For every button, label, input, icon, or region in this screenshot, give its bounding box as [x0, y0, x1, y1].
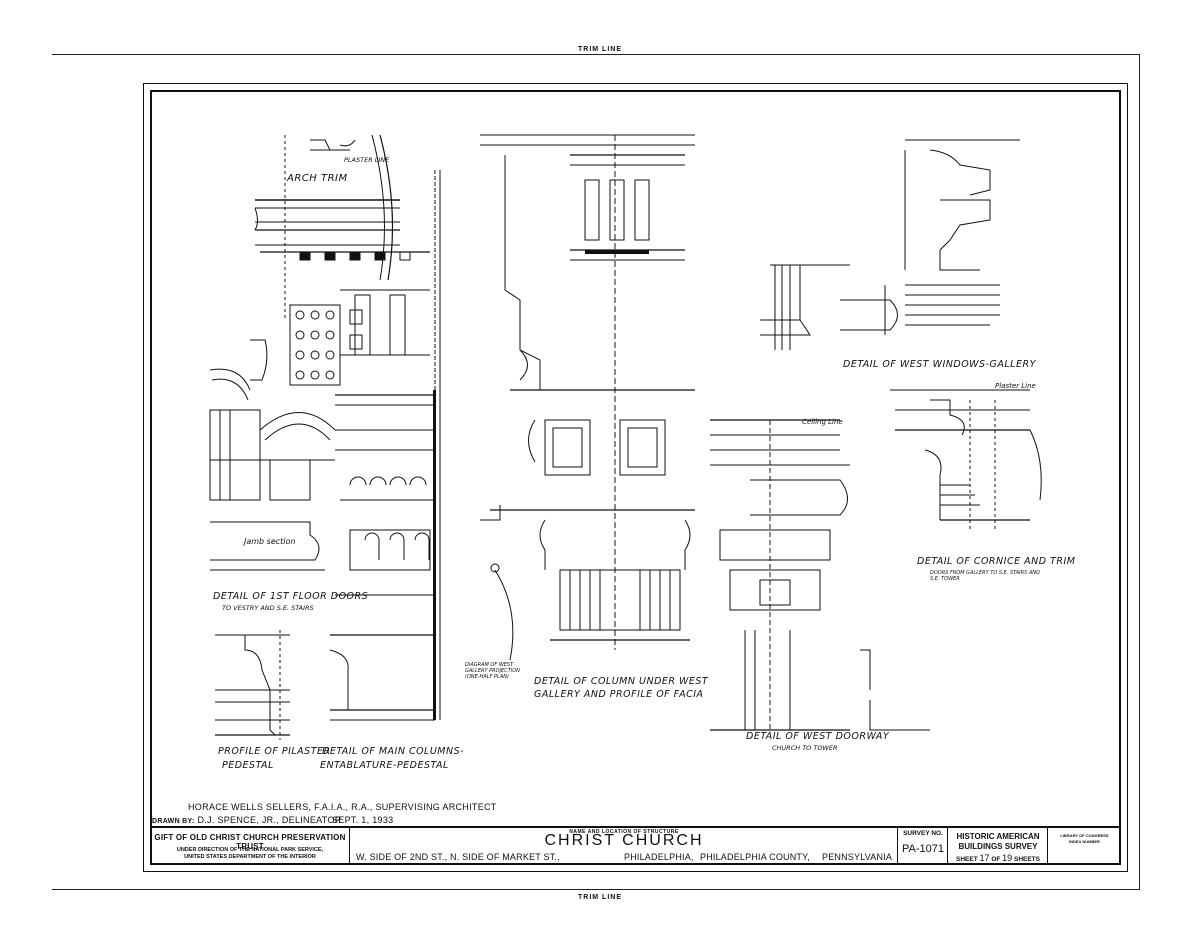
label-jamb-section: Jamb section: [244, 537, 296, 546]
sheet-label: SHEET: [956, 856, 978, 863]
address-city: PHILADELPHIA,: [624, 852, 694, 862]
west-doorway-detail: [710, 419, 930, 731]
trim-line-bottom: TRIM LINE: [578, 894, 622, 901]
credit-delineator: D.J. SPENCE, JR., DELINEATOR: [197, 815, 342, 825]
title-block-survey: SURVEY NO. PA-1071: [898, 828, 948, 865]
title-block-loc: LIBRARY OF CONGRESS INDEX NUMBER: [1048, 828, 1121, 865]
under-direction-2: UNITED STATES DEPARTMENT OF THE INTERIOR: [184, 854, 316, 860]
sheets-label: SHEETS: [1013, 856, 1040, 863]
trim-line-top: TRIM LINE: [578, 46, 622, 53]
habs-line-1: HISTORIC AMERICAN: [956, 832, 1040, 841]
under-direction: UNDER DIRECTION OF THE NATIONAL PARK SER…: [150, 847, 350, 861]
label-ceiling-line: Ceiling Line: [802, 418, 843, 426]
label-west-doorway-sub: CHURCH TO TOWER: [772, 744, 838, 752]
title-block-habs: HISTORIC AMERICAN BUILDINGS SURVEY SHEET…: [948, 828, 1048, 865]
structure-name: CHRIST CHURCH: [544, 832, 704, 849]
loc-line-1: LIBRARY OF CONGRESS: [1060, 833, 1109, 838]
trim-rule-right: [1139, 54, 1140, 890]
credit-date: SEPT. 1, 1933: [332, 815, 394, 825]
sheet-no: 17: [979, 853, 990, 863]
label-pilaster: PROFILE of PILASTER: [218, 746, 331, 757]
label-diagram: DIAGRAM of WEST GALLERY PROJECTION (one-…: [465, 662, 520, 680]
survey-no-label: SURVEY NO.: [903, 830, 943, 837]
loc-index: LIBRARY OF CONGRESS INDEX NUMBER: [1048, 833, 1121, 845]
sheet-count: SHEET 17 OF 19 SHEETS: [948, 853, 1048, 863]
architectural-drawing: [209, 134, 1042, 740]
gift-line: GIFT OF OLD CHRIST CHURCH PRESERVATION T…: [154, 833, 346, 851]
address-street: W. SIDE OF 2ND ST., N. SIDE OF MARKET ST…: [356, 852, 560, 862]
pilaster-profile-detail: [215, 630, 290, 740]
rosette-panel: [209, 304, 363, 401]
west-windows-detail: [760, 264, 1000, 350]
title-block: GIFT OF OLD CHRIST CHURCH PRESERVATION T…: [150, 826, 1121, 865]
address-state: PENNSYLVANIA: [822, 852, 893, 862]
credit-architect: HORACE WELLS SELLERS, F.A.I.A., R.A., SU…: [188, 802, 497, 812]
label-cornice-sub: DOORS from GALLERY to S.E. STAIRS and S.…: [930, 570, 1040, 582]
sheet-total: 19: [1002, 853, 1013, 863]
label-plaster-line-right: Plaster Line: [995, 382, 1036, 390]
label-first-floor-doors-sub: TO VESTRY and S.E. STAIRS: [222, 604, 314, 612]
address-county: PHILADELPHIA COUNTY,: [700, 852, 810, 862]
title-block-structure: NAME AND LOCATION OF STRUCTURE CHRIST CH…: [350, 828, 898, 865]
cornice-trim-detail: [890, 389, 1042, 530]
window-head-profile: [904, 139, 1020, 271]
label-pilaster-2: PEDESTAL: [222, 760, 274, 771]
sheet-border-outer: [143, 83, 1128, 872]
label-column-west-2: GALLERY and PROFILE of FACIA: [534, 689, 704, 700]
label-plaster-line-top: Plaster Line: [344, 156, 390, 164]
under-direction-1: UNDER DIRECTION OF THE NATIONAL PARK SER…: [176, 847, 324, 853]
of-label: OF: [991, 856, 1001, 863]
label-west-doorway: DETAIL of WEST DOORWAY: [746, 731, 890, 742]
habs-line-2: BUILDINGS SURVEY: [958, 842, 1038, 851]
label-main-columns-2: ENTABLATURE-PEDESTAL: [320, 760, 449, 771]
column-west-gallery-detail: [480, 134, 695, 661]
title-block-gift: GIFT OF OLD CHRIST CHURCH PRESERVATION T…: [150, 828, 350, 865]
first-floor-doors-detail: [209, 409, 336, 571]
arch-trim-detail: [254, 134, 430, 320]
label-first-floor-doors: DETAIL of 1ST FLOOR DOORS: [213, 591, 369, 602]
name-location-label: NAME AND LOCATION OF STRUCTURE: [569, 829, 679, 835]
trim-rule-top: [52, 54, 1140, 55]
sheet-border-inner: [150, 90, 1121, 865]
drawn-by-label: DRAWN BY:: [152, 818, 195, 825]
credit-drawn-by: DRAWN BY: D.J. SPENCE, JR., DELINEATOR: [152, 815, 342, 825]
survey-no: PA-1071: [902, 843, 944, 855]
habs-name: HISTORIC AMERICAN BUILDINGS SURVEY: [948, 832, 1048, 852]
label-arch-trim: ARCH TRIM: [287, 173, 348, 184]
label-column-west: DETAIL of COLUMN UNDER WEST: [534, 676, 709, 687]
loc-line-2: INDEX NUMBER: [1069, 839, 1100, 844]
trim-rule-bottom: [52, 889, 1140, 890]
label-west-windows: DETAIL of WEST WINDOWS-GALLERY: [843, 359, 1036, 370]
label-main-columns: DETAIL of MAIN COLUMNS-: [322, 746, 465, 757]
label-cornice: DETAIL of CORNICE and TRIM: [917, 556, 1076, 567]
